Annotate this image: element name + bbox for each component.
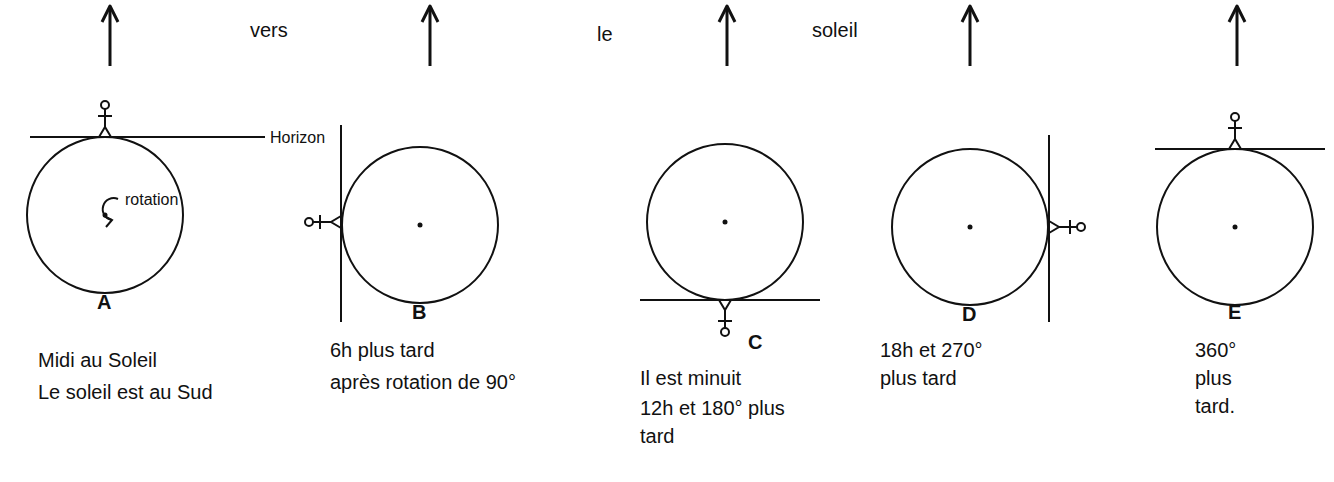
earth-circle xyxy=(647,144,803,300)
horizon-line xyxy=(30,136,265,138)
sun-arrow xyxy=(726,8,729,66)
stick-figure xyxy=(718,300,732,336)
horizon-line xyxy=(340,125,342,322)
position-letter: B xyxy=(412,298,426,326)
sun-arrow-head xyxy=(719,6,735,22)
caption-text: 12h et 180° plus tard xyxy=(640,394,810,450)
stick-figure xyxy=(98,101,112,137)
horizon-line xyxy=(1048,135,1050,322)
sun-arrow xyxy=(429,8,432,66)
earth-center xyxy=(968,225,973,230)
caption-text: Midi au Soleil xyxy=(38,346,157,374)
caption-text: 360° plus tard. xyxy=(1195,336,1277,420)
sun-arrow-head xyxy=(422,6,438,22)
caption-text: Il est minuit xyxy=(640,364,741,392)
stick-figure xyxy=(305,215,341,229)
position-letter: C xyxy=(748,328,762,356)
earth-circle xyxy=(27,137,183,293)
position-letter: D xyxy=(962,300,976,328)
position-letter: A xyxy=(97,288,111,316)
sun-arrow-head xyxy=(102,6,118,22)
sun-arrows xyxy=(102,6,1245,66)
rotation-arrow-head xyxy=(104,216,112,227)
sun-direction-text: vers xyxy=(250,16,288,44)
caption-text: 6h plus tard xyxy=(330,336,435,364)
horizon-label: Horizon xyxy=(270,124,325,152)
earth-circle xyxy=(892,149,1048,305)
sun-direction-text: le xyxy=(597,20,613,48)
stick-figure xyxy=(1228,113,1242,149)
stick-figure xyxy=(1049,220,1085,234)
position-letter: E xyxy=(1228,298,1241,326)
earth-center xyxy=(418,223,423,228)
earth-circle xyxy=(1157,149,1313,305)
earth-center xyxy=(723,220,728,225)
sun-arrow-head xyxy=(962,6,978,22)
caption-text: après rotation de 90° xyxy=(330,368,516,396)
sun-arrow xyxy=(969,8,972,66)
sun-arrow-head xyxy=(1229,6,1245,22)
caption-text: 18h et 270° plus tard xyxy=(880,336,1010,392)
sun-arrow xyxy=(109,8,112,66)
caption-text: Le soleil est au Sud xyxy=(38,378,213,406)
earth-center xyxy=(1233,225,1238,230)
sun-arrow xyxy=(1236,8,1239,66)
earth-group xyxy=(27,125,1325,322)
earth-circle xyxy=(342,147,498,303)
sun-direction-text: soleil xyxy=(812,16,858,44)
rotation-label: rotation xyxy=(125,186,178,214)
